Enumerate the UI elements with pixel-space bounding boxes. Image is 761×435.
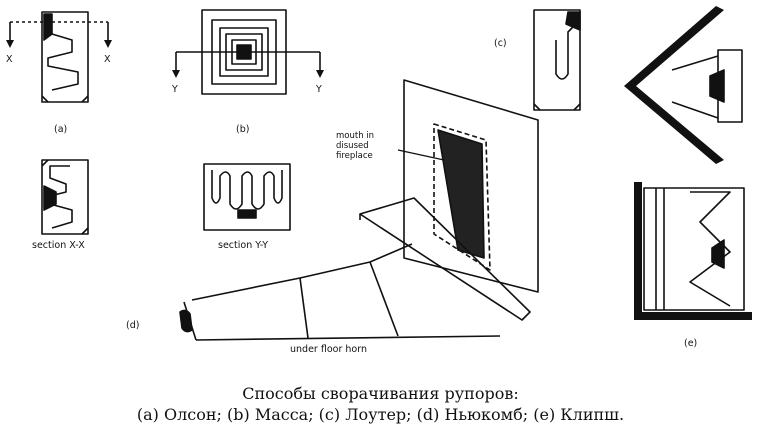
fireplace-opening xyxy=(433,123,491,271)
section-xx-fold xyxy=(49,165,73,229)
olson-corner xyxy=(81,95,89,103)
klipsch-box xyxy=(643,187,745,311)
section-yy-outline xyxy=(203,163,291,231)
diagram-labels: X X (a) Y Y (b) (c) section X-X section … xyxy=(6,38,697,355)
y-arrowhead-right xyxy=(316,70,324,78)
klipsch-flare-bottom xyxy=(671,101,719,119)
massa-horn-plan xyxy=(172,9,324,95)
olson-folded-path xyxy=(47,33,79,91)
figure-label-c: (c) xyxy=(494,38,507,49)
lowther-outline xyxy=(533,9,581,111)
klipsch-driver xyxy=(709,69,725,103)
lowther-corner xyxy=(573,103,581,111)
section-xx-driver xyxy=(43,185,57,211)
horn-mouth xyxy=(437,129,485,259)
olson-corner xyxy=(41,95,49,103)
klipsch-flare-top xyxy=(671,55,719,71)
olson-driver xyxy=(43,13,53,41)
klipsch-side-driver xyxy=(711,239,725,269)
horn-top-mid xyxy=(299,261,371,279)
chimney-wall xyxy=(403,79,539,293)
klipsch-corner-plan xyxy=(624,6,743,164)
section-yy-driver xyxy=(237,209,257,219)
horn-bottom xyxy=(195,335,501,341)
x-arrowhead-left xyxy=(6,40,14,48)
section-yy-drawing xyxy=(203,163,291,231)
section-xx-label: section X-X xyxy=(32,240,85,251)
klipsch-side-section xyxy=(634,182,752,320)
lowther-driver xyxy=(565,11,581,31)
figure-label-e: (e) xyxy=(684,338,697,349)
axis-label-x-right: X xyxy=(104,54,111,65)
section-xx-corner xyxy=(41,159,49,167)
axis-label-x-left: X xyxy=(6,54,13,65)
klipsch-floor-wall xyxy=(634,182,752,320)
lowther-corner xyxy=(533,103,541,111)
caption-title: Способы сворачивания рупоров: xyxy=(242,384,519,403)
section-xx-outline xyxy=(41,159,89,235)
olson-horn-plan xyxy=(6,11,112,103)
section-xx-drawing xyxy=(41,159,89,235)
figure-label-a: (a) xyxy=(54,124,67,135)
axis-label-y-right: Y xyxy=(315,84,322,95)
mouth-label-line1: mouth in xyxy=(336,131,374,141)
mouth-leader-line xyxy=(397,149,445,161)
axis-label-y-left: Y xyxy=(171,84,178,95)
lowther-fold xyxy=(555,25,575,80)
section-yy-label: section Y-Y xyxy=(218,240,268,251)
mouth-label-line3: fireplace xyxy=(336,151,373,161)
figure-label-d: (d) xyxy=(126,320,139,331)
figure-label-b: (b) xyxy=(236,124,249,135)
section-xx-corner xyxy=(81,227,89,235)
lowther-horn xyxy=(533,9,581,111)
newcomb-fireplace-horn xyxy=(179,79,539,341)
mouth-label-line2: disused xyxy=(336,141,369,151)
olson-box-outline xyxy=(41,11,89,103)
under-floor-label: under floor horn xyxy=(290,344,367,355)
caption-legend: (a) Олсон; (b) Масса; (c) Лоутер; (d) Нь… xyxy=(136,405,625,424)
y-arrowhead-left xyxy=(172,70,180,78)
x-arrowhead-right xyxy=(104,40,112,48)
klipsch-fold xyxy=(689,191,731,307)
horn-segment xyxy=(299,277,309,339)
section-yy-fold xyxy=(211,170,283,210)
horn-top-left xyxy=(191,277,301,301)
klipsch-corner-wall xyxy=(624,6,724,164)
horn-segment xyxy=(369,261,399,337)
floor-board xyxy=(359,197,531,321)
horn-top-right xyxy=(369,243,413,263)
horn-driver xyxy=(179,309,193,333)
